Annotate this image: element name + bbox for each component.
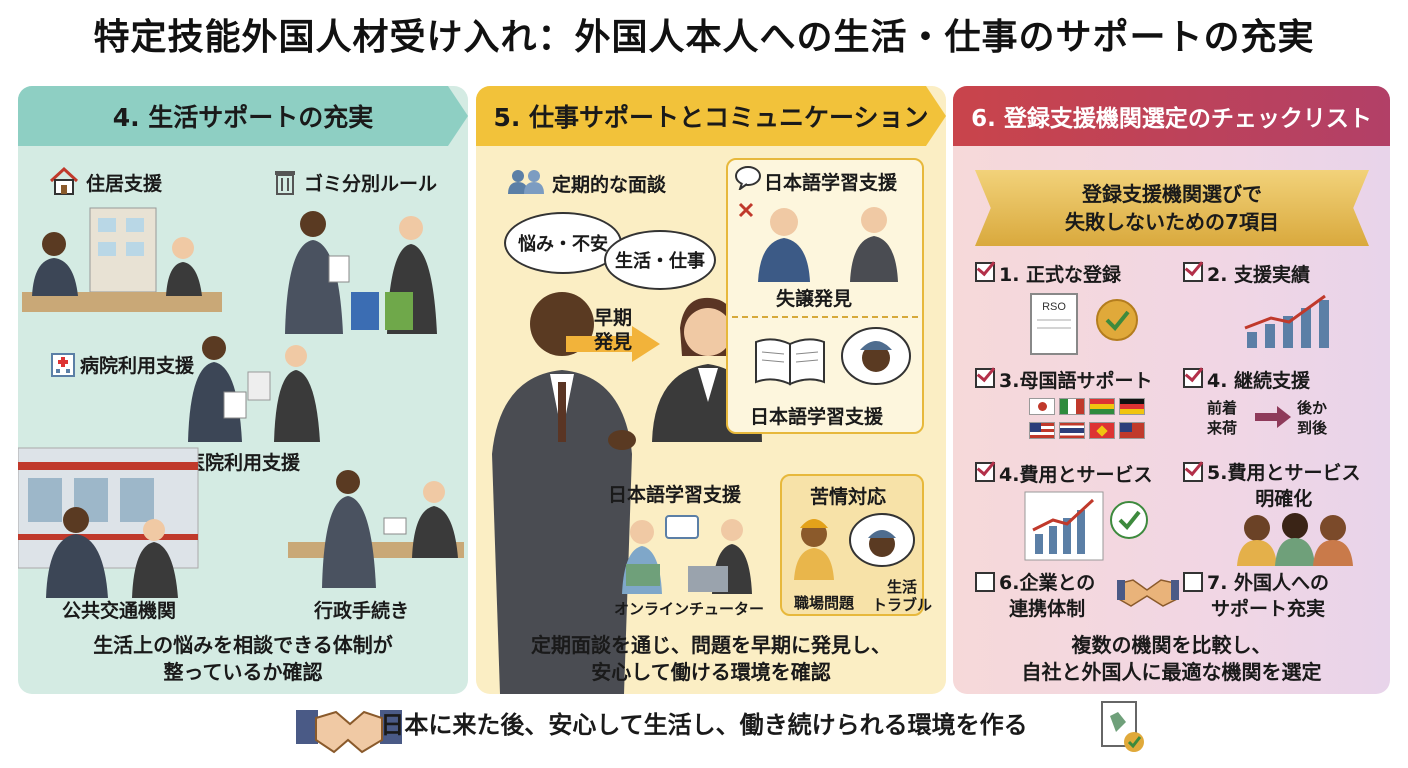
workplace-issue-label: 職場問題 xyxy=(794,594,855,612)
misunderstanding-scene-illustration xyxy=(738,202,898,282)
right-arrow-icon xyxy=(1255,406,1291,428)
cost-chart-check-icon xyxy=(1024,491,1148,561)
diverse-people-icon xyxy=(1237,513,1353,566)
hospital-support-label-top: 病院利用支援 xyxy=(80,355,195,377)
worries-bubble: 悩み・不安 xyxy=(504,212,622,274)
life-support-panel: 4. 生活サポートの充実 住居支援 ゴミ分別ルール xyxy=(18,86,468,694)
flag-black-red-gold-icon xyxy=(1119,398,1145,415)
house-icon xyxy=(49,166,79,195)
checklist-ribbon: 登録支援機関選びで 失敗しないための7項目 xyxy=(975,170,1369,246)
life-trouble-label: 生活 トラブル xyxy=(872,578,933,614)
flag-usa-icon xyxy=(1029,422,1055,439)
speech-bubble-icon xyxy=(735,166,761,190)
flag-japan-icon xyxy=(1029,398,1055,415)
hospital-support-label-bottom: 医院利用支援 xyxy=(186,452,301,474)
hospital-scene-illustration xyxy=(188,336,320,442)
check-item-8-label: 7. 外国人への サポート充実 xyxy=(1207,572,1330,620)
work-support-header: 5. 仕事サポートとコミュニケーション xyxy=(476,86,946,146)
thought-cloud-worker-icon xyxy=(841,327,911,385)
checkbox-checked-icon xyxy=(1183,368,1203,388)
check-item-3-label: 3.母国語サポート xyxy=(999,370,1153,392)
early-detection-label: 早期 発見 xyxy=(594,307,633,353)
check-item-1-label: 1. 正式な登録 xyxy=(999,264,1122,286)
check-item-5-label: 4.費用とサービス xyxy=(999,464,1153,486)
online-tutor-label: オンラインチューター xyxy=(614,600,765,618)
rso-text: RSO xyxy=(1042,301,1066,313)
checkbox-checked-icon xyxy=(975,462,995,482)
check-item-4: 4. 継続支援 xyxy=(1183,366,1310,393)
flag-tricolor-icon xyxy=(1089,398,1115,415)
online-tutor-scene-illustration xyxy=(622,515,752,594)
flag-green-white-red-icon xyxy=(1059,398,1085,415)
before-label: 前着 来荷 xyxy=(1207,399,1238,437)
growth-chart-icon xyxy=(1244,294,1329,348)
japanese-study-label-bottom: 日本語学習支援 xyxy=(608,484,742,506)
garbage-rules-label: ゴミ分別ルール xyxy=(304,173,438,195)
misunderstanding-label: 失譲発見 xyxy=(776,288,853,310)
checkbox-checked-icon xyxy=(975,368,995,388)
flag-thailand-icon xyxy=(1059,422,1085,439)
japanese-study-label-top: 日本語学習支援 xyxy=(764,172,898,194)
hospital-icon xyxy=(51,353,75,377)
work-support-footer: 定期面談を通じ、問題を早期に発見し、 安心して働ける環境を確認 xyxy=(531,633,891,684)
life-support-footer: 生活上の悩みを相談できる体制が 整っているか確認 xyxy=(93,633,393,684)
check-item-8: 7. 外国人への サポート充実 xyxy=(1183,570,1329,622)
admin-procedures-label: 行政手続き xyxy=(314,600,410,622)
handshake-bottom-icon xyxy=(296,710,402,754)
checklist-panel: 6. 登録支援機関選定のチェックリスト 登録支援機関選びで 失敗しないための7項… xyxy=(953,86,1390,694)
regular-meeting-label: 定期的な面談 xyxy=(552,174,667,196)
check-item-2: 2. 支援実績 xyxy=(1183,260,1310,287)
checklist-footer: 複数の機関を比較し、 自社と外国人に最適な機関を選定 xyxy=(1021,633,1322,684)
japanese-study-box xyxy=(726,158,924,434)
handshake-icon xyxy=(1117,579,1179,607)
complaint-label: 苦情対応 xyxy=(810,486,887,508)
page-title: 特定技能外国人材受け入れ：外国人本人への生活・仕事のサポートの充実 xyxy=(93,17,1315,58)
checkbox-empty-icon xyxy=(975,572,995,592)
check-item-3: 3.母国語サポート xyxy=(975,366,1152,393)
divider xyxy=(732,316,918,318)
complaint-scene-illustration xyxy=(794,513,915,580)
work-support-panel: 5. 仕事サポートとコミュニケーション 定期的な面談 悩み・不安 生活・仕事 早… xyxy=(476,86,946,694)
check-item-7-label: 6.企業との 連携体制 xyxy=(999,572,1096,620)
garbage-scene-illustration xyxy=(285,211,437,334)
life-work-bubble: 生活・仕事 xyxy=(604,230,716,290)
textbook-icon xyxy=(755,338,825,386)
housing-support-label: 住居支援 xyxy=(86,173,163,195)
ribbon-line1: 登録支援機関選びで xyxy=(1082,182,1262,206)
checkbox-checked-icon xyxy=(1183,262,1203,282)
housing-scene-illustration xyxy=(22,207,222,312)
document-check-icon xyxy=(1101,701,1144,752)
checkbox-empty-icon xyxy=(1183,572,1203,592)
life-support-header: 4. 生活サポートの充実 xyxy=(18,86,468,146)
bottom-message: 日本に来た後、安心して生活し、働き続けられる環境を作る xyxy=(380,711,1028,739)
check-item-1: 1. 正式な登録 xyxy=(975,260,1121,287)
people-icon xyxy=(508,170,544,194)
japanese-study-label-mid: 日本語学習支援 xyxy=(750,406,884,428)
check-item-2-label: 2. 支援実績 xyxy=(1207,264,1311,286)
early-detection-arrow xyxy=(566,326,660,362)
check-item-7: 6.企業との 連携体制 xyxy=(975,570,1095,622)
flag-vietnam-icon xyxy=(1089,422,1115,439)
check-item-5: 4.費用とサービス xyxy=(975,460,1152,487)
ribbon-line2: 失敗しないための7項目 xyxy=(1065,210,1279,234)
checkbox-checked-icon xyxy=(975,262,995,282)
flag-red-blue-icon xyxy=(1119,422,1145,439)
check-item-4-label: 4. 継続支援 xyxy=(1207,370,1311,392)
train-scene-illustration xyxy=(18,447,199,598)
checklist-header: 6. 登録支援機関選定のチェックリスト xyxy=(953,86,1390,146)
admin-scene-illustration xyxy=(288,470,464,588)
public-transport-label: 公共交通機関 xyxy=(62,600,177,622)
check-item-6: 5.費用とサービス 明確化 xyxy=(1183,460,1360,512)
trash-can-icon xyxy=(275,171,295,195)
check-item-6-label: 5.費用とサービス 明確化 xyxy=(1207,462,1361,510)
certificate-medal-icon: RSO xyxy=(1030,293,1138,355)
after-label: 後か 到後 xyxy=(1297,399,1328,437)
checkbox-checked-icon xyxy=(1183,462,1203,482)
